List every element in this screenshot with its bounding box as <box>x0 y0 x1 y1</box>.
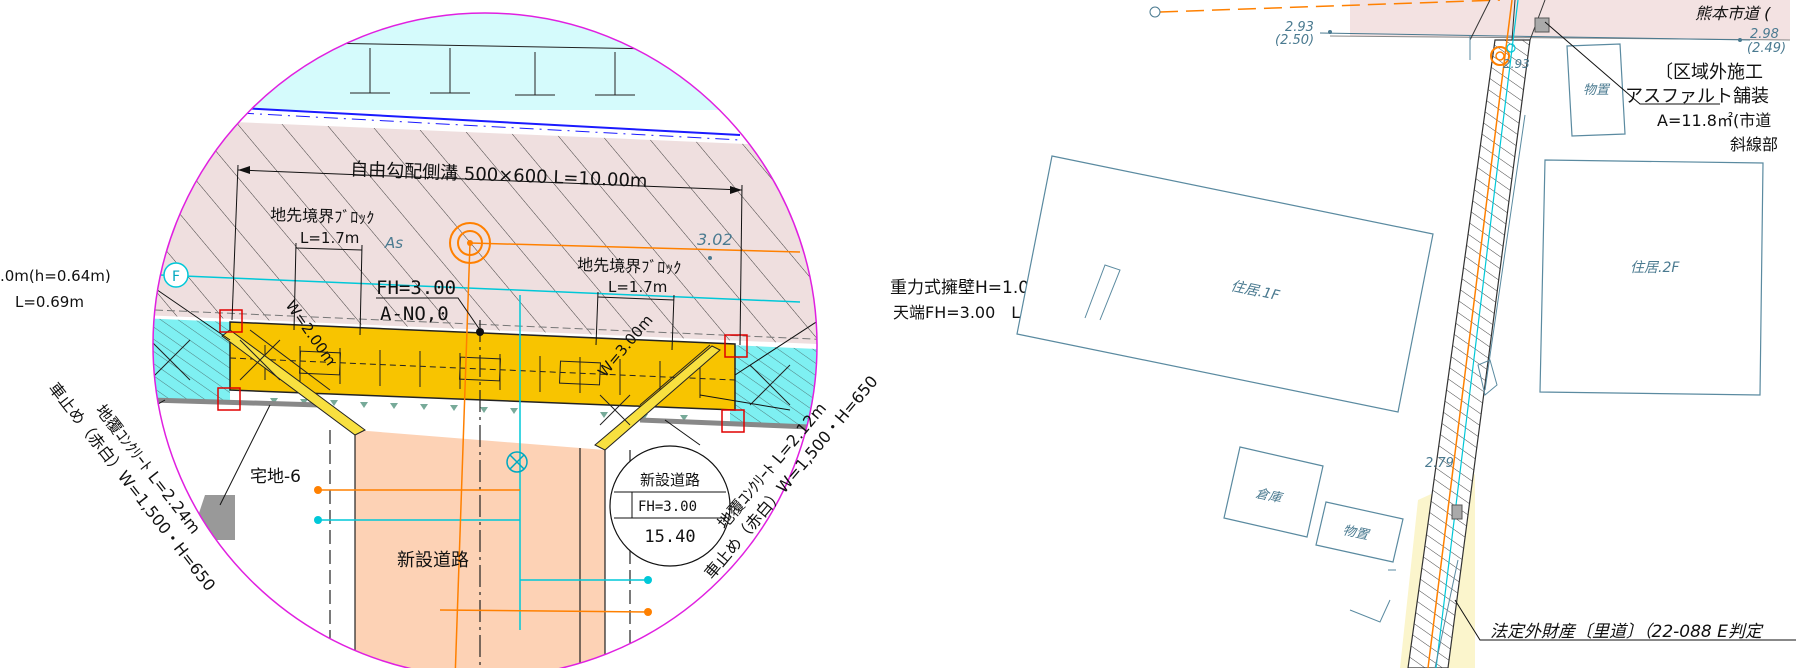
elev-right-bottom: (2.49) <box>1747 41 1786 56</box>
gutter-markers <box>270 398 688 421</box>
road-box-title: 新設道路 <box>640 471 700 489</box>
house-2f-label: 住居.2F <box>1630 260 1680 276</box>
boundary-block-right-label: 地先境界ﾌﾞﾛｯｸ <box>577 255 682 278</box>
left-wall-label: .0m(h=0.64m) <box>0 267 111 285</box>
manhole-icon <box>449 222 491 264</box>
road-info-box <box>609 445 731 567</box>
water-zone <box>153 13 817 110</box>
boundary-block-left-length: L=1.7m <box>300 229 359 247</box>
asphalt-mark: As <box>384 234 403 252</box>
node-label: A-NO,0 <box>380 303 449 325</box>
gutter-grates <box>229 345 736 398</box>
new-road-label: 新設道路 <box>397 550 469 571</box>
warehouse <box>1223 446 1324 538</box>
warehouse-label: 倉庫 <box>1254 486 1285 506</box>
storage-top <box>1566 43 1626 137</box>
storage-top-label: 物置 <box>1583 83 1611 98</box>
plan-labels: 熊本市道 ( 2.93 (2.50) 2.98 (2.49) 2.93 〔区域外… <box>1229 4 1786 642</box>
road-box-value: 15.40 <box>644 527 695 547</box>
house-1f <box>1016 155 1434 413</box>
storage-bottom <box>1315 501 1404 563</box>
plan-view: 熊本市道 ( 2.93 (2.50) 2.98 (2.49) 2.93 〔区域外… <box>1016 0 1796 668</box>
elev-left-top: 2.93 <box>1285 20 1314 35</box>
outside-area: 〔区域外施工 <box>1655 62 1763 83</box>
detail-view: F <box>153 13 817 668</box>
spot-elevation: 3.02 <box>697 230 733 249</box>
hatched: 斜線部 <box>1730 135 1778 154</box>
valve-icon <box>506 451 528 473</box>
hydrant-mark: F <box>172 269 180 285</box>
storage-bottom-label: 物置 <box>1341 523 1372 543</box>
elev-left-bottom: (2.50) <box>1275 33 1314 48</box>
boundary-block-right-length: L=1.7m <box>608 278 667 296</box>
left-bollard: 車止め（赤白）W=1,500・H=650 <box>45 379 219 595</box>
asphalt-paving: アスファルト舗装 <box>1625 86 1769 107</box>
elev-lower: 2.79 <box>1425 456 1454 471</box>
elev-right-top: 2.98 <box>1750 27 1779 42</box>
area: A=11.8㎡(市道 <box>1657 111 1771 130</box>
grate-symbols <box>350 48 635 96</box>
left-wall-length: L=0.69m <box>15 293 84 311</box>
fire-hydrant-icon: F <box>163 262 189 288</box>
city-road: 熊本市道 ( <box>1695 4 1771 23</box>
legal-property: 法定外財産〔里道〕（22-088 E判定 <box>1490 622 1764 642</box>
boundary-markers <box>217 309 748 433</box>
new-road-area <box>355 430 605 668</box>
boundary-block-left-label: 地先境界ﾌﾞﾛｯｸ <box>270 205 375 228</box>
lot-label: 宅地-6 <box>250 467 301 487</box>
road-box-fh: FH=3.00 <box>638 499 697 515</box>
elev-mid: 2.93 <box>1503 57 1530 71</box>
house-2f <box>1539 159 1764 396</box>
detail-circle-outline <box>152 12 818 668</box>
fh-label: FH=3.00 <box>376 277 456 299</box>
